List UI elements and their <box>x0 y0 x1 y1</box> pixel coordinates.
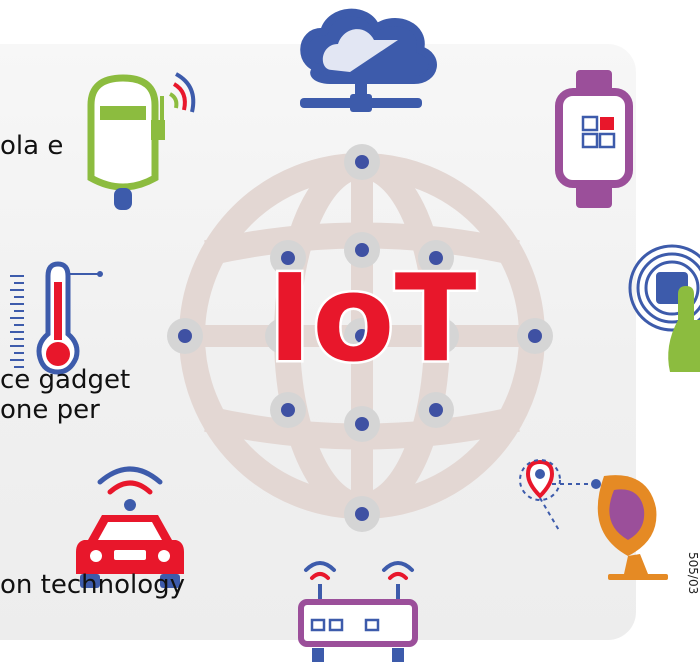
cloud-network-icon <box>300 8 437 112</box>
network-node <box>418 240 454 276</box>
iot-label: IoT <box>268 250 477 389</box>
network-node <box>265 318 301 354</box>
network-node <box>167 318 203 354</box>
satellite-dish-icon <box>519 459 668 580</box>
network-nodes <box>167 144 553 532</box>
network-node <box>344 232 380 268</box>
network-node <box>423 318 459 354</box>
network-node <box>270 240 306 276</box>
text-fragment-1: ola e <box>0 131 64 161</box>
network-node <box>270 392 306 428</box>
network-node <box>517 318 553 354</box>
text-fragment-3: one per <box>0 395 100 425</box>
edge-code: 505/03 <box>686 552 700 595</box>
network-node <box>344 144 380 180</box>
network-node <box>344 318 380 354</box>
smart-watch-icon <box>555 70 633 208</box>
connected-car-icon <box>76 466 184 588</box>
network-node <box>344 406 380 442</box>
wifi-router-icon <box>298 561 418 662</box>
network-node <box>344 496 380 532</box>
text-fragment-2: ce gadget <box>0 365 131 395</box>
thermometer-icon <box>10 261 103 375</box>
text-fragment-4: on technology <box>0 570 186 600</box>
network-node <box>418 392 454 428</box>
robot-icon <box>87 72 196 210</box>
touch-scan-icon <box>628 244 700 372</box>
